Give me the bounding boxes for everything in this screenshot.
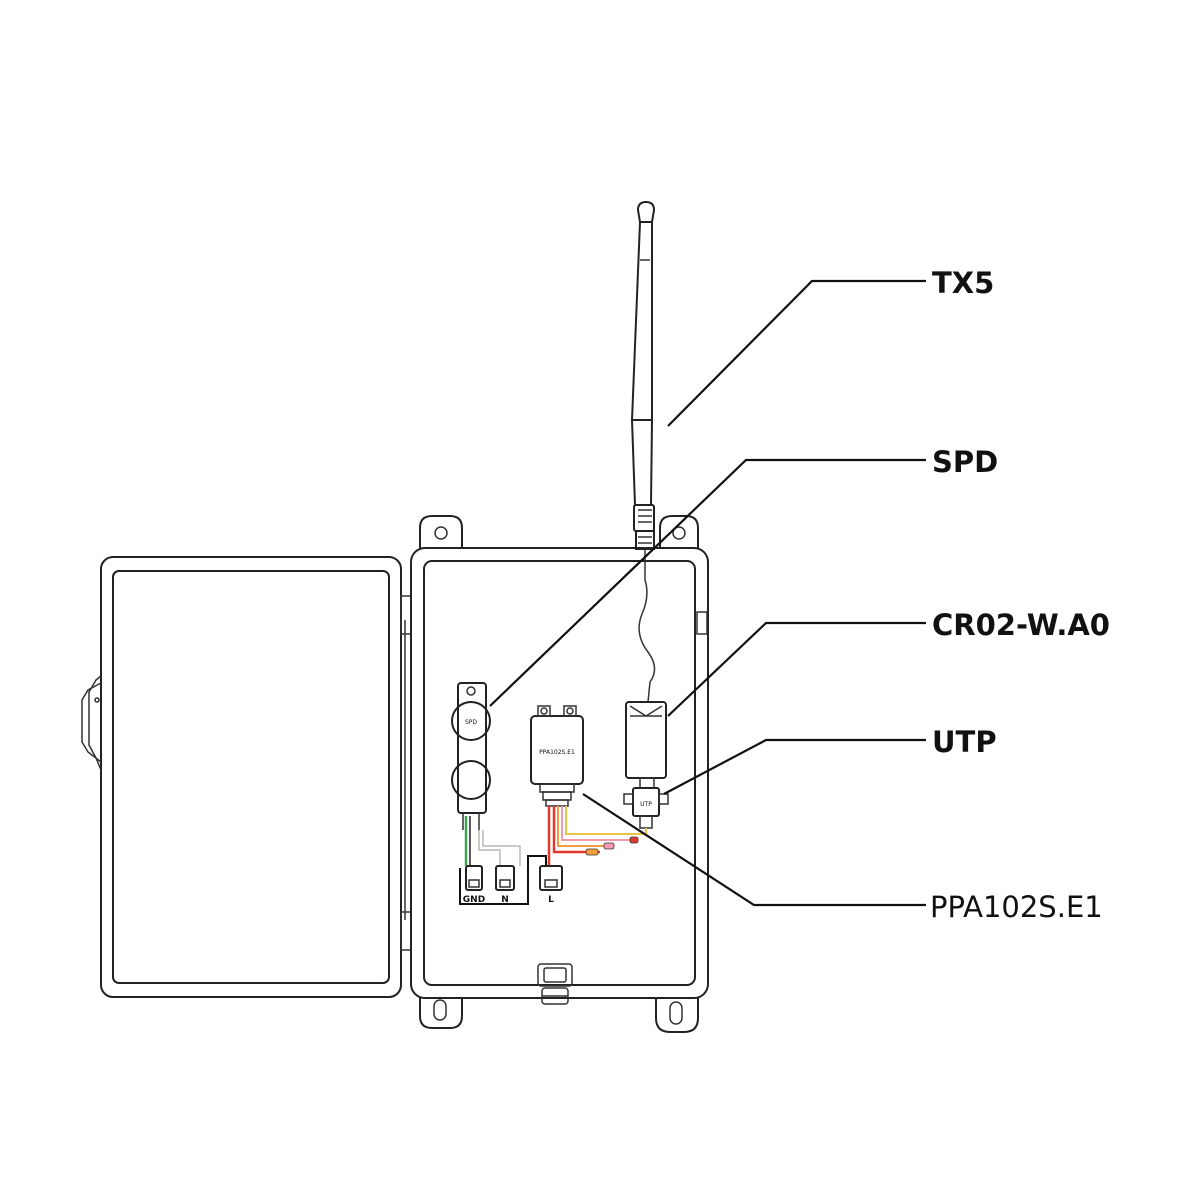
terminal-l: L (539, 865, 563, 905)
cr02-module (625, 701, 667, 789)
terminal-gnd: GND (463, 865, 485, 905)
callout-cr02: CR02-W.A0 (932, 608, 1110, 642)
terminal-n: N (495, 865, 515, 905)
utp-protector: UTP (623, 787, 669, 836)
callout-spd: SPD (932, 445, 998, 479)
leader-utp (663, 738, 926, 795)
terminal-l-label: L (548, 895, 554, 905)
ppa-power-supply: PPA102S.E1 (530, 705, 584, 807)
antenna-tx5 (630, 200, 656, 550)
callout-ppa: PPA102S.E1 (930, 890, 1103, 924)
terminal-gnd-label: GND (463, 895, 485, 905)
utp-component-label: UTP (640, 801, 652, 808)
callout-utp: UTP (932, 725, 997, 759)
terminal-blocks: GND N L (463, 865, 563, 905)
terminal-n-label: N (501, 895, 509, 905)
antenna-cable (638, 549, 656, 703)
spd-component-label: SPD (465, 719, 477, 726)
spd-surge-protector: SPD (451, 682, 491, 830)
leader-tx5 (667, 279, 926, 427)
leader-lines (489, 279, 926, 907)
callout-tx5: TX5 (932, 266, 994, 300)
leader-ppa (582, 793, 926, 907)
leader-cr02 (667, 621, 926, 717)
wiring (459, 806, 647, 905)
enclosure-body (410, 515, 709, 1033)
ppa-component-label: PPA102S.E1 (539, 749, 575, 756)
enclosure-lid (81, 556, 412, 998)
leader-spd (489, 458, 926, 707)
